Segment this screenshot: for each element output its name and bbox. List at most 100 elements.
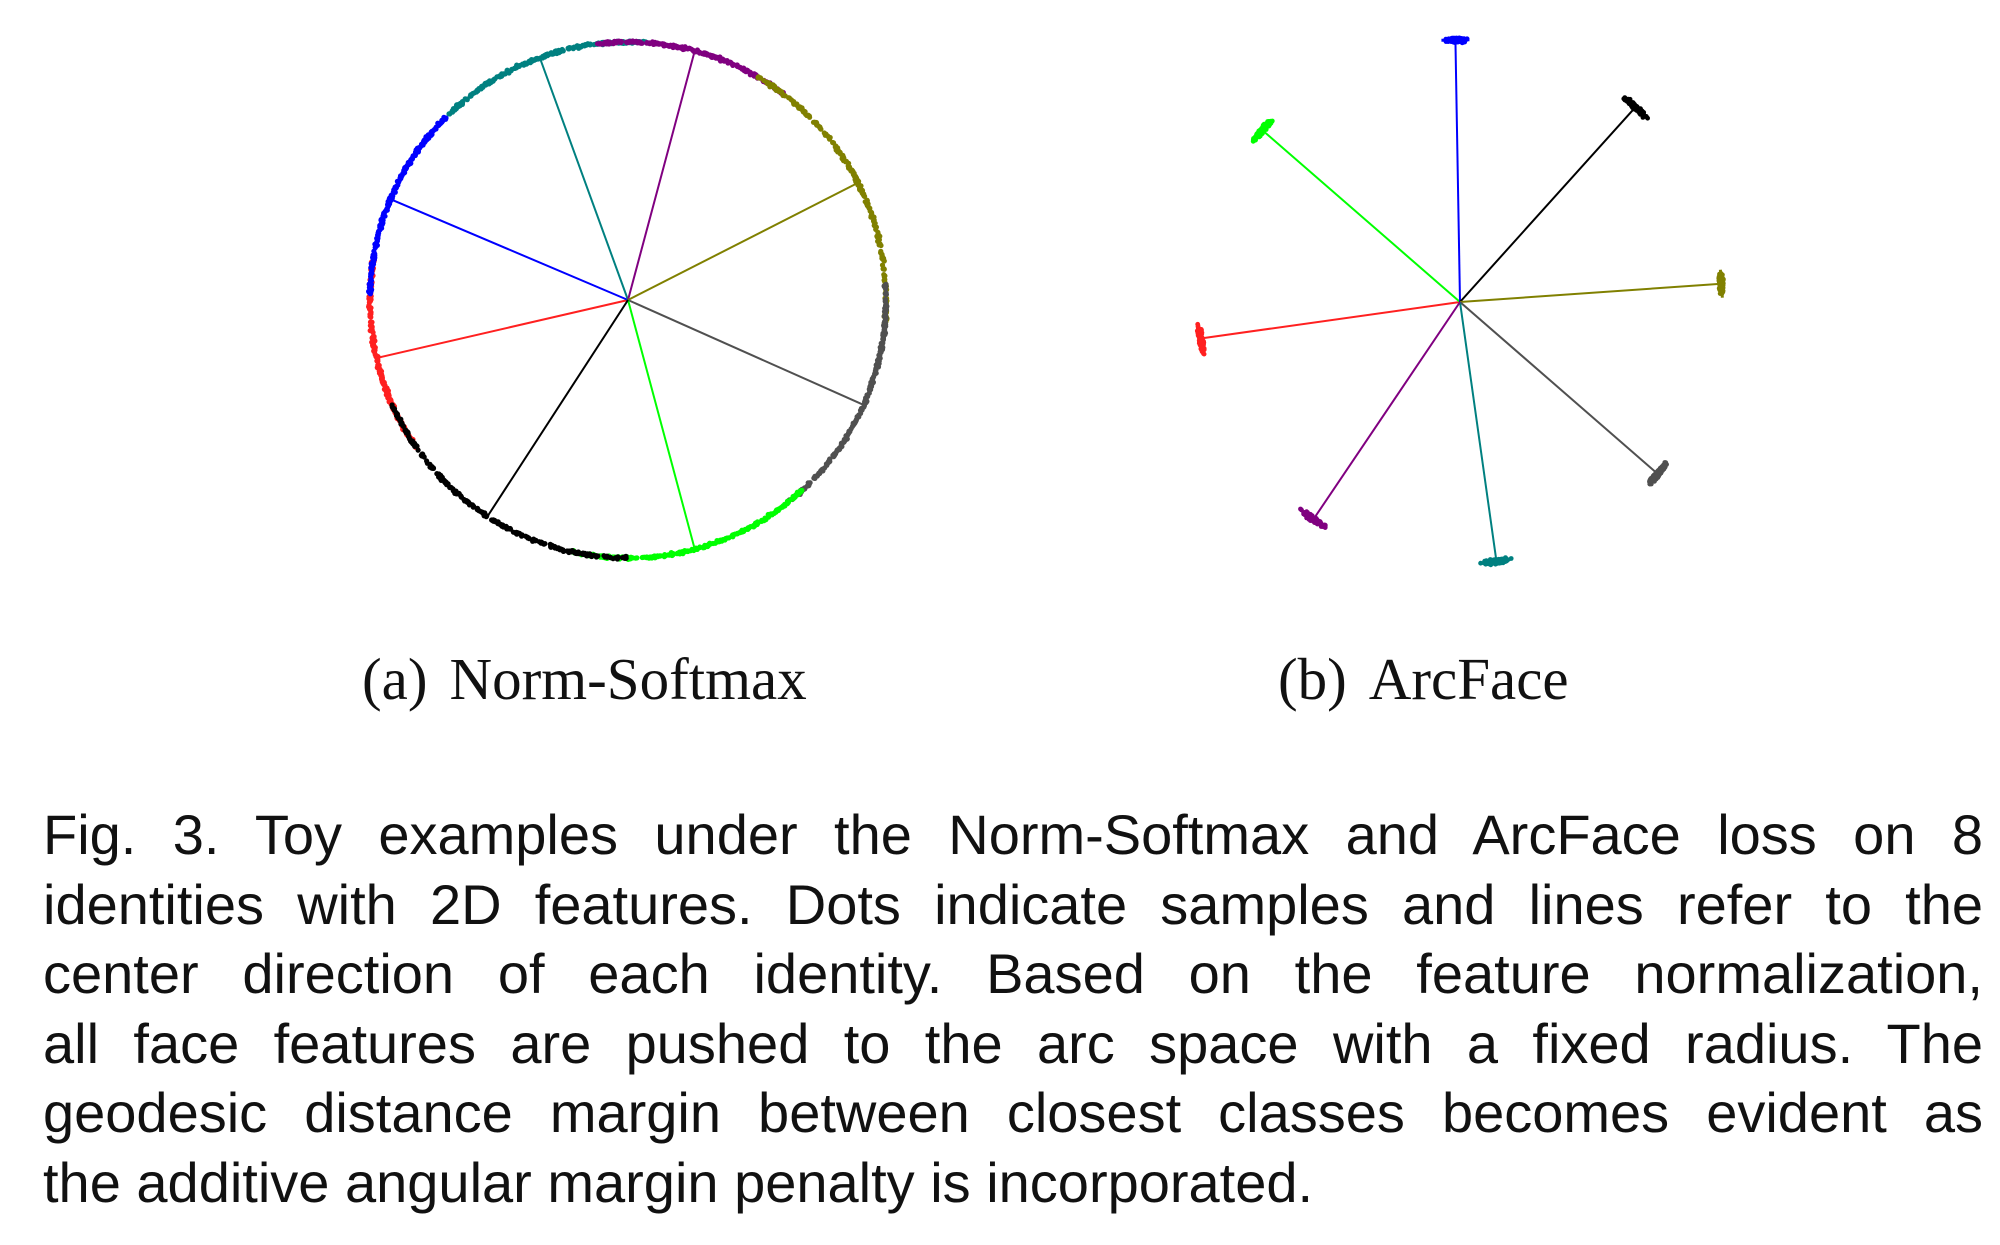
sample-point: [836, 447, 842, 453]
sample-point: [653, 554, 659, 560]
sample-point: [882, 326, 888, 332]
sample-point: [876, 241, 883, 247]
sample-point: [576, 44, 582, 50]
sample-point: [521, 62, 527, 68]
cluster-arc-mark: [1301, 510, 1326, 529]
sample-point: [587, 552, 593, 558]
sample-point: [821, 130, 827, 136]
sample-point: [871, 222, 877, 228]
sample-point: [858, 410, 864, 416]
sample-point: [853, 175, 860, 181]
sample-point: [650, 41, 657, 47]
sample-point: [663, 553, 669, 559]
sample-point: [623, 553, 629, 560]
sample-point: [428, 132, 434, 138]
sample-point: [800, 109, 806, 115]
sample-point: [494, 519, 500, 525]
sample-point: [686, 45, 693, 51]
sample-point: [439, 117, 445, 123]
figure-caption: Fig. 3. Toy examples under the Norm-Soft…: [43, 800, 1983, 1217]
center-direction-line: [1312, 301, 1461, 520]
sample-point: [453, 105, 459, 111]
sample-point: [444, 482, 450, 488]
sample-point: [849, 168, 855, 174]
sample-point: [867, 383, 874, 389]
center-direction-line: [1459, 106, 1637, 303]
sample-point: [570, 45, 577, 51]
sample-point: [376, 230, 382, 236]
sample-point: [459, 101, 465, 107]
sample-point: [840, 158, 847, 164]
sample-point: [428, 464, 434, 470]
sample-point: [408, 439, 414, 445]
sample-point: [812, 473, 818, 479]
sample-point: [378, 216, 384, 223]
plot-norm-softmax: [366, 38, 890, 563]
sample-point: [882, 296, 888, 303]
center-direction-line: [627, 299, 696, 550]
sample-point: [678, 45, 684, 51]
sample-point: [447, 484, 454, 490]
center-direction-line: [390, 198, 629, 301]
sample-point: [467, 501, 474, 507]
sample-point: [776, 89, 782, 95]
sample-point: [412, 443, 418, 449]
sample-point: [446, 111, 452, 117]
sample-point: [506, 70, 512, 76]
sample-point: [379, 225, 385, 231]
sample-point: [837, 149, 843, 155]
caption-line: identities with 2D features. Dots indica…: [43, 872, 1983, 936]
sample-point: [862, 199, 868, 205]
sample-point: [370, 329, 376, 336]
sample-point: [881, 274, 887, 280]
sample-point: [556, 47, 562, 53]
sample-point: [761, 518, 767, 524]
sample-point: [724, 535, 730, 541]
sample-point: [701, 544, 707, 551]
sample-point: [646, 40, 652, 46]
center-direction-line: [1459, 301, 1498, 562]
sample-point: [791, 99, 797, 105]
sample-point: [880, 336, 886, 342]
sample-point: [559, 547, 565, 553]
cluster-arc-mark: [1251, 118, 1273, 142]
sample-point: [372, 255, 378, 261]
sample-point: [784, 498, 791, 505]
sample-point: [799, 105, 805, 111]
sample-point: [735, 530, 741, 537]
sample-point: [706, 541, 712, 547]
sample-point: [866, 205, 872, 212]
sample-point: [639, 40, 645, 46]
sample-point: [400, 171, 406, 177]
subcaption-a-label: (a): [362, 646, 428, 712]
sample-point: [398, 175, 404, 181]
sample-point: [880, 332, 886, 338]
sample-point: [374, 358, 380, 364]
sample-point: [634, 555, 640, 561]
sample-point: [854, 180, 860, 186]
sample-point: [861, 193, 867, 199]
sample-point: [369, 319, 375, 325]
sample-point: [551, 544, 558, 550]
sample-point: [369, 339, 375, 345]
sample-point: [419, 453, 425, 459]
sample-point: [731, 62, 737, 68]
center-direction-line: [627, 50, 696, 301]
sample-point: [390, 405, 397, 411]
caption-line: Fig. 3. Toy examples under the Norm-Soft…: [43, 803, 1983, 866]
sample-point: [1298, 506, 1303, 512]
caption-line: the additive angular margin penalty is i…: [43, 1150, 1314, 1214]
sample-point: [399, 420, 405, 426]
sample-point: [711, 54, 717, 60]
sample-point: [766, 512, 772, 518]
sample-point: [539, 540, 545, 546]
sample-point: [367, 298, 373, 304]
sample-point: [433, 124, 439, 130]
cluster-arc-mark: [1718, 269, 1724, 298]
sample-point: [746, 69, 753, 75]
sample-point: [883, 322, 889, 328]
sample-point: [831, 451, 837, 457]
sample-point: [533, 56, 539, 62]
cluster-arc-mark: [1647, 462, 1669, 486]
